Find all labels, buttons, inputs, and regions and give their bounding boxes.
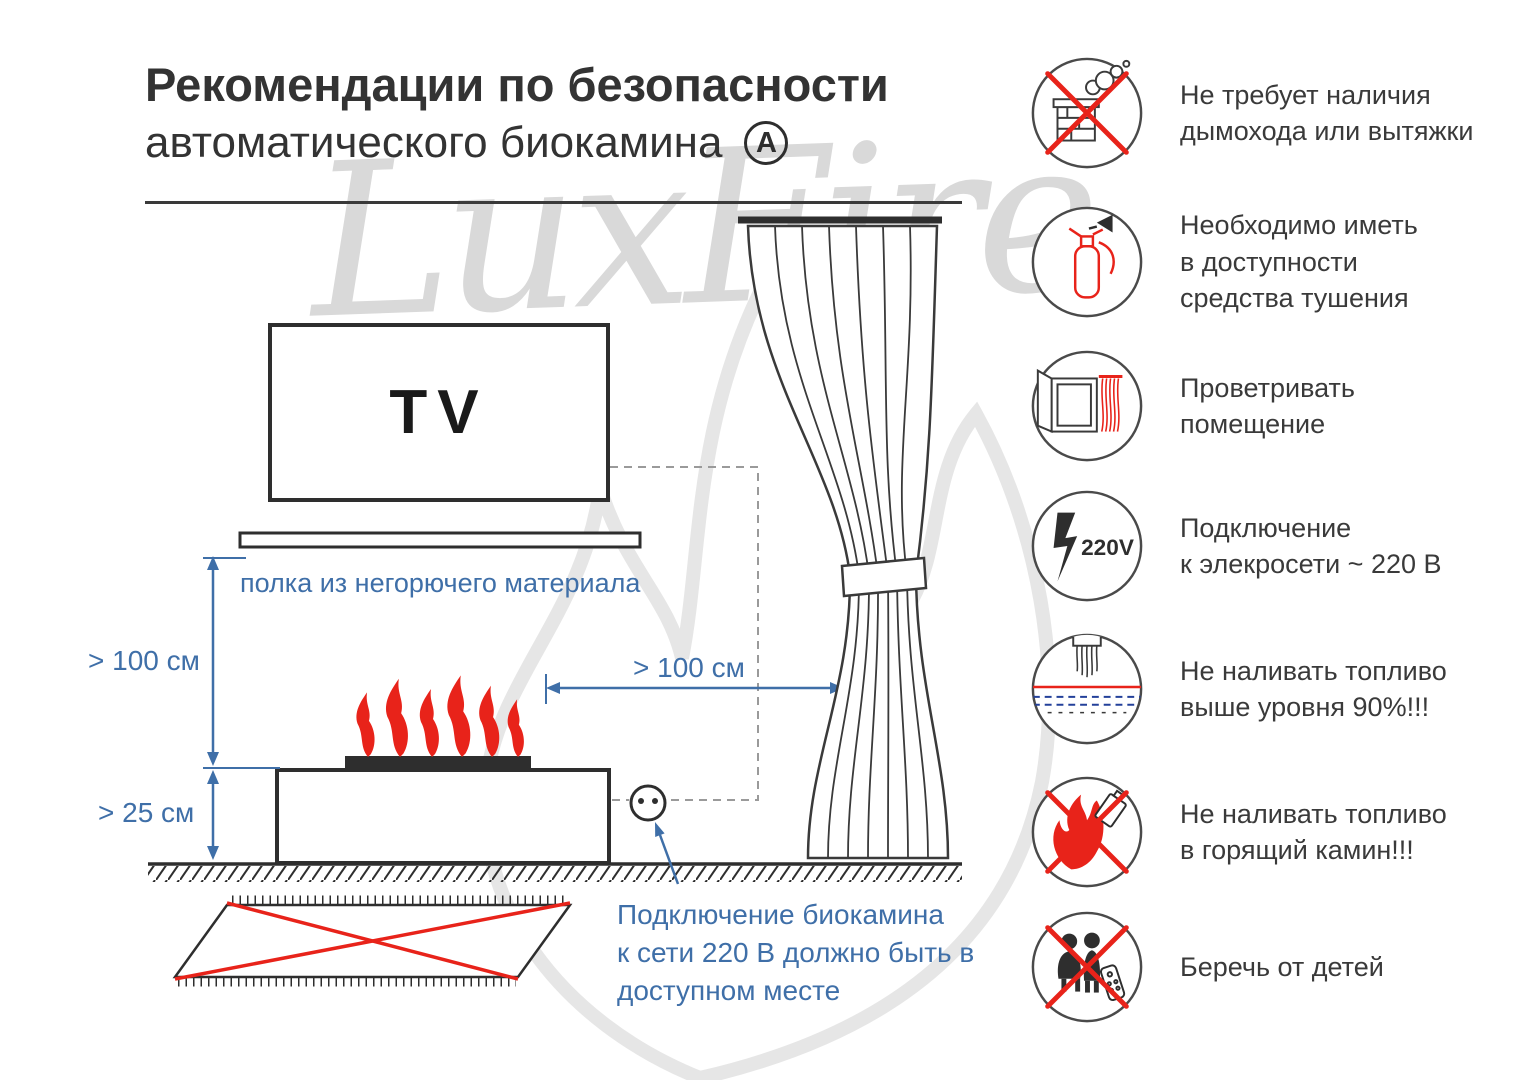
dimension-base-height-label: > 25 см: [98, 797, 195, 828]
safety-item-label: Необходимо иметь в доступности средства …: [1180, 210, 1418, 314]
safety-item: Проветривать помещение: [1028, 347, 1508, 465]
no-chimney-icon: [1031, 57, 1143, 169]
carpet: [172, 895, 573, 987]
tv: [268, 323, 610, 502]
safety-item: Беречь от детей: [1028, 908, 1508, 1026]
safety-item-label: Подключение к элекросети ~ 220 В: [1180, 512, 1442, 579]
tv-label: TV: [389, 378, 489, 447]
safety-item: 220V Подключение к элекросети ~ 220 В: [1028, 487, 1508, 605]
dimension-curtain-distance-label: > 100 см: [633, 652, 745, 683]
outlet-pointer-arrow-icon: [655, 822, 680, 885]
fuel-level-icon: [1031, 633, 1143, 745]
safety-item-label: Не наливать топливо выше уровня 90%!!!: [1180, 655, 1447, 722]
power-220v-icon: 220V: [1031, 490, 1143, 602]
header-divider: [145, 201, 962, 204]
dimension-curtain-distance: [545, 674, 844, 704]
safety-item: Необходимо иметь в доступности средства …: [1028, 203, 1508, 321]
dimension-shelf-height-label: > 100 см: [88, 645, 200, 676]
dimension-base-height: [207, 770, 219, 860]
curtain-tieback: [840, 556, 928, 598]
safety-item: Не наливать топливо в горящий камин!!!: [1028, 773, 1508, 891]
dimension-shelf-height: [203, 556, 280, 769]
page-subtitle-text: автоматического биокамина: [145, 118, 723, 167]
page-title: Рекомендации по безопасности: [145, 58, 889, 111]
power-outlet: [629, 784, 667, 822]
curtain: [738, 216, 950, 860]
ventilation-icon: [1031, 350, 1143, 462]
safety-item: Не наливать топливо выше уровня 90%!!!: [1028, 630, 1508, 748]
safety-item-label: Не наливать топливо в горящий камин!!!: [1180, 798, 1447, 865]
safety-item-label: Проветривать помещение: [1180, 372, 1355, 439]
no-refuel-burning-icon: [1031, 776, 1143, 888]
floor: [148, 862, 962, 882]
page-subtitle: автоматического биокамина A: [145, 118, 789, 168]
shelf-label: полка из негорючего материала: [240, 568, 641, 598]
model-a-badge: A: [744, 121, 789, 165]
safety-item-label: Не требует наличия дымохода или вытяжки: [1180, 79, 1474, 146]
keep-from-children-icon: [1031, 911, 1143, 1023]
extinguisher-icon: [1031, 206, 1143, 318]
fireplace-base: [275, 768, 611, 865]
outlet-note: Подключение биокамина к сети 220 В должн…: [617, 899, 975, 1006]
burner: [345, 756, 531, 770]
power-icon-text: 220V: [1081, 535, 1134, 560]
carpet-cross-icon: [174, 901, 571, 981]
shelf: [238, 531, 642, 549]
safety-item: Не требует наличия дымохода или вытяжки: [1028, 54, 1508, 172]
safety-item-label: Беречь от детей: [1180, 951, 1384, 982]
